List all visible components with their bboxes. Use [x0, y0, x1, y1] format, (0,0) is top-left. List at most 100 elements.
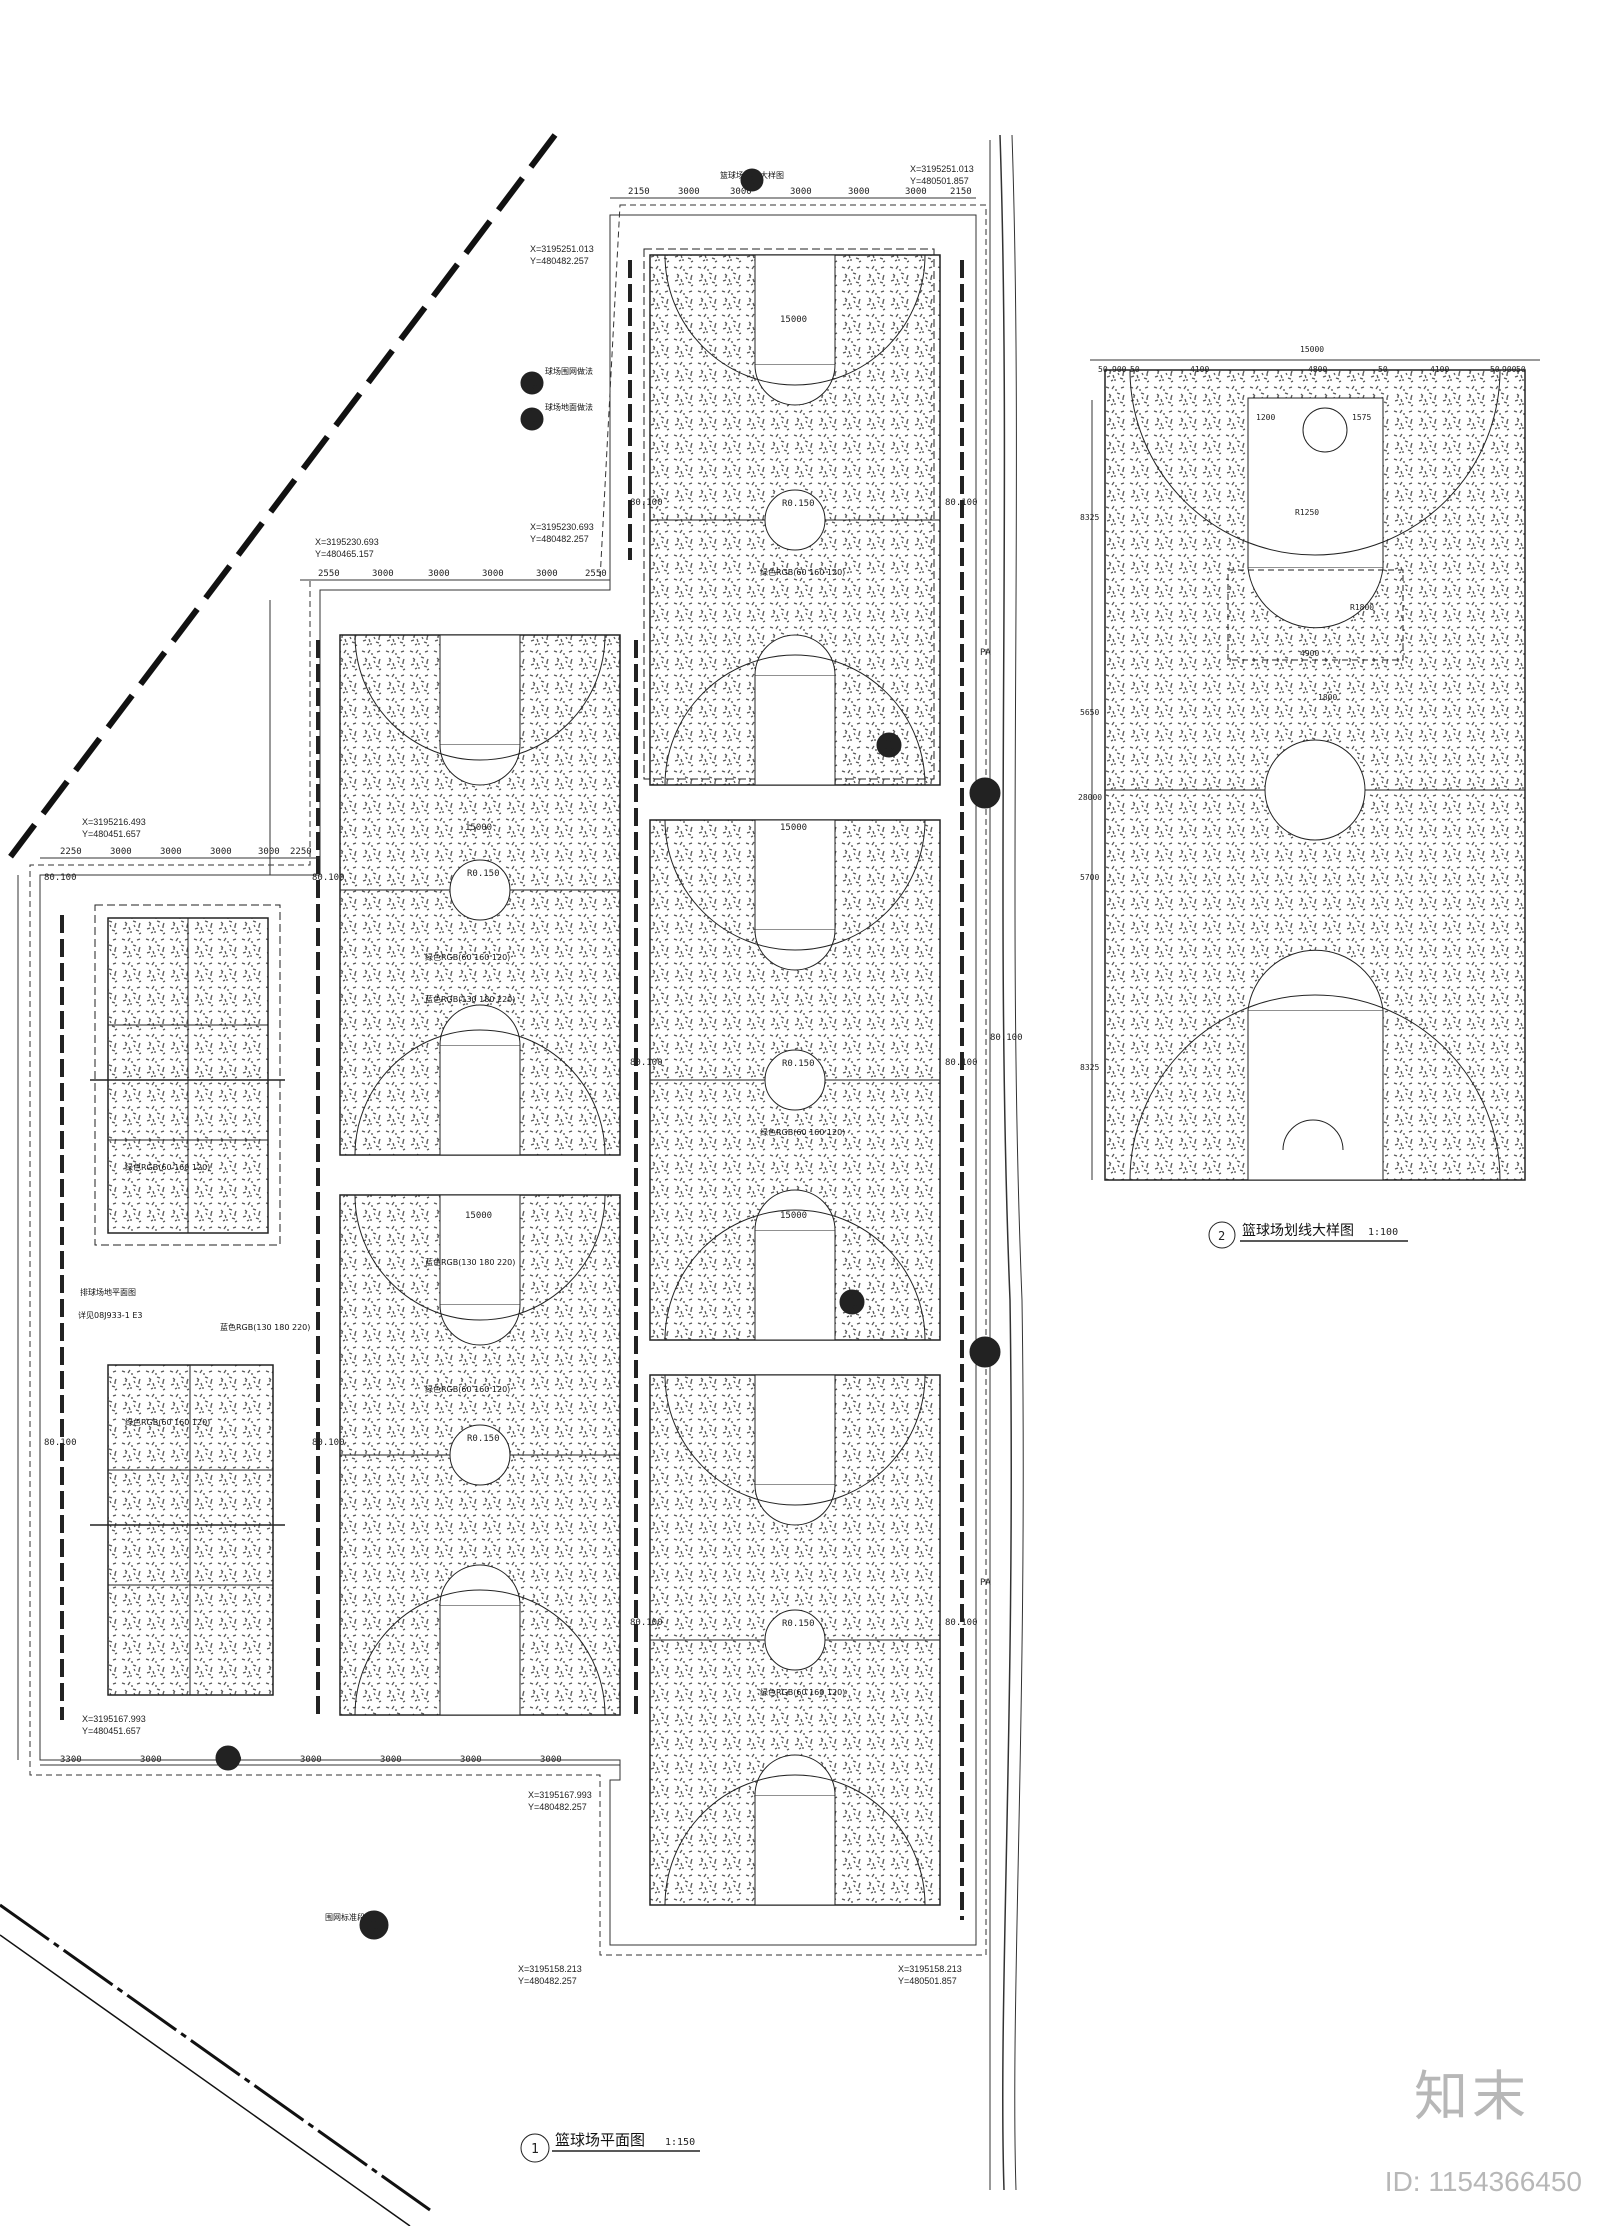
svg-text:16: 16	[845, 1303, 858, 1316]
svg-text:15000: 15000	[1300, 345, 1324, 354]
svg-text:篮球场划线大样图: 篮球场划线大样图	[1242, 1223, 1354, 1239]
svg-text:3000: 3000	[848, 187, 870, 197]
svg-text:绿色RGB(60 160 120): 绿色RGB(60 160 120)	[425, 1384, 510, 1394]
svg-text:1:100: 1:100	[1368, 1227, 1398, 1238]
detail-court	[1090, 359, 1540, 1181]
svg-text:R0.150: R0.150	[467, 869, 500, 879]
svg-text:Y=480451.657: Y=480451.657	[82, 1726, 141, 1736]
court-left-1	[90, 904, 285, 1246]
svg-text:X=3195158.213: X=3195158.213	[898, 1964, 962, 1974]
fence-lines	[60, 260, 964, 1920]
svg-text:15000: 15000	[465, 1211, 492, 1221]
svg-text:5: 5	[528, 370, 535, 383]
svg-text:绿色RGB(60 160 120): 绿色RGB(60 160 120)	[125, 1417, 210, 1427]
svg-text:80.100: 80.100	[945, 1618, 978, 1628]
svg-text:Y=480482.257: Y=480482.257	[518, 1976, 577, 1986]
svg-text:28000: 28000	[1078, 793, 1102, 802]
brand-id: ID: 1154366450	[1384, 2166, 1582, 2197]
svg-text:80.100: 80.100	[44, 1438, 77, 1448]
detail-title: 2 篮球场划线大样图 1:100	[1208, 1221, 1408, 1249]
svg-text:3000: 3000	[110, 847, 132, 857]
svg-text:篮球场平面图: 篮球场平面图	[555, 2131, 645, 2149]
site-boundary-bottom	[0, 1903, 431, 2226]
court-right-3	[649, 1374, 941, 1906]
svg-text:R1250: R1250	[1295, 508, 1319, 517]
court-right-2	[649, 819, 941, 1341]
svg-text:Y=480501.857: Y=480501.857	[910, 176, 969, 186]
svg-text:4800: 4800	[1308, 365, 1327, 374]
svg-text:3000: 3000	[380, 1755, 402, 1765]
svg-text:R0.150: R0.150	[467, 1434, 500, 1444]
svg-text:Y=480501.857: Y=480501.857	[898, 1976, 957, 1986]
svg-text:16: 16	[366, 1926, 379, 1939]
svg-text:2: 2	[748, 174, 755, 187]
svg-text:3000: 3000	[790, 187, 812, 197]
svg-text:1:150: 1:150	[665, 2137, 695, 2148]
svg-text:5650: 5650	[1080, 708, 1099, 717]
svg-text:2150: 2150	[950, 187, 972, 197]
svg-text:4900: 4900	[1300, 649, 1319, 658]
svg-text:900: 900	[1112, 365, 1127, 374]
svg-text:绿色RGB(60 160 120): 绿色RGB(60 160 120)	[760, 567, 845, 577]
svg-text:球场围网做法: 球场围网做法	[545, 366, 593, 376]
svg-text:3000: 3000	[678, 187, 700, 197]
callout-numbers: 5 16 4 16 2 20 2 16 1 16 2	[366, 174, 895, 1939]
svg-text:80.100: 80.100	[630, 1618, 663, 1628]
callout-bubbles	[215, 168, 1001, 1940]
svg-text:X=3195158.213: X=3195158.213	[518, 1964, 582, 1974]
svg-text:5700: 5700	[1080, 873, 1099, 882]
svg-text:80.100: 80.100	[44, 873, 77, 883]
svg-text:3000: 3000	[140, 1755, 162, 1765]
court-right-1	[643, 248, 941, 786]
svg-text:2250: 2250	[290, 847, 312, 857]
svg-text:球场地面做法: 球场地面做法	[545, 402, 593, 412]
svg-text:80.100: 80.100	[990, 1033, 1023, 1043]
svg-text:PA: PA	[980, 648, 991, 658]
dim-lines	[17, 197, 976, 1766]
svg-text:15000: 15000	[780, 823, 807, 833]
svg-text:绿色RGB(60 160 120): 绿色RGB(60 160 120)	[425, 952, 510, 962]
detail-dims: 15000 50 900 50 4100 4800 50 4100 50 900…	[1078, 345, 1526, 1072]
svg-text:PA: PA	[980, 1578, 991, 1588]
court-mid-1	[339, 634, 621, 1156]
svg-text:16: 16	[525, 419, 538, 432]
dims-top-left: 2250 3000 3000 3000 3000 2250	[60, 847, 312, 857]
svg-text:2150: 2150	[628, 187, 650, 197]
svg-text:R1800: R1800	[1350, 603, 1374, 612]
svg-text:R0.150: R0.150	[782, 1059, 815, 1069]
road-edge	[989, 134, 1024, 2191]
svg-text:3000: 3000	[428, 569, 450, 579]
dims-top-mid: 2550 3000 3000 3000 3000 2550	[318, 569, 607, 579]
svg-text:蓝色RGB(130 180 220): 蓝色RGB(130 180 220)	[220, 1322, 310, 1332]
svg-text:1: 1	[531, 2142, 539, 2157]
svg-text:16: 16	[525, 383, 538, 396]
svg-text:2: 2	[885, 732, 892, 745]
svg-text:X=3195216.493: X=3195216.493	[82, 817, 146, 827]
svg-text:20: 20	[882, 746, 895, 759]
svg-text:3000: 3000	[300, 1755, 322, 1765]
svg-text:2250: 2250	[60, 847, 82, 857]
svg-text:X=3195230.693: X=3195230.693	[530, 522, 594, 532]
plan-title: 1 篮球场平面图 1:150	[520, 2131, 700, 2163]
svg-text:2550: 2550	[585, 569, 607, 579]
svg-text:2550: 2550	[318, 569, 340, 579]
svg-text:3000: 3000	[536, 569, 558, 579]
svg-text:900: 900	[1502, 365, 1517, 374]
svg-text:X=3195251.013: X=3195251.013	[530, 244, 594, 254]
coordinates: X=3195251.013 Y=480501.857 X=3195251.013…	[82, 164, 974, 1986]
svg-text:80.100: 80.100	[630, 1058, 663, 1068]
svg-text:3000: 3000	[160, 847, 182, 857]
svg-text:详见08J933-1 E3: 详见08J933-1 E3	[78, 1310, 142, 1320]
svg-text:4: 4	[528, 406, 535, 419]
svg-text:R0.150: R0.150	[782, 1619, 815, 1629]
svg-text:Y=480451.657: Y=480451.657	[82, 829, 141, 839]
svg-text:15000: 15000	[780, 1211, 807, 1221]
svg-text:50: 50	[1490, 365, 1500, 374]
court-mid-2	[339, 1194, 621, 1716]
dims-top-right: 2150 3000 3000 3000 3000 3000 2150	[628, 187, 972, 197]
svg-text:蓝色RGB(130 180 220): 蓝色RGB(130 180 220)	[425, 1257, 515, 1267]
svg-text:3000: 3000	[730, 187, 752, 197]
svg-text:15000: 15000	[780, 315, 807, 325]
svg-text:R0.150: R0.150	[782, 499, 815, 509]
